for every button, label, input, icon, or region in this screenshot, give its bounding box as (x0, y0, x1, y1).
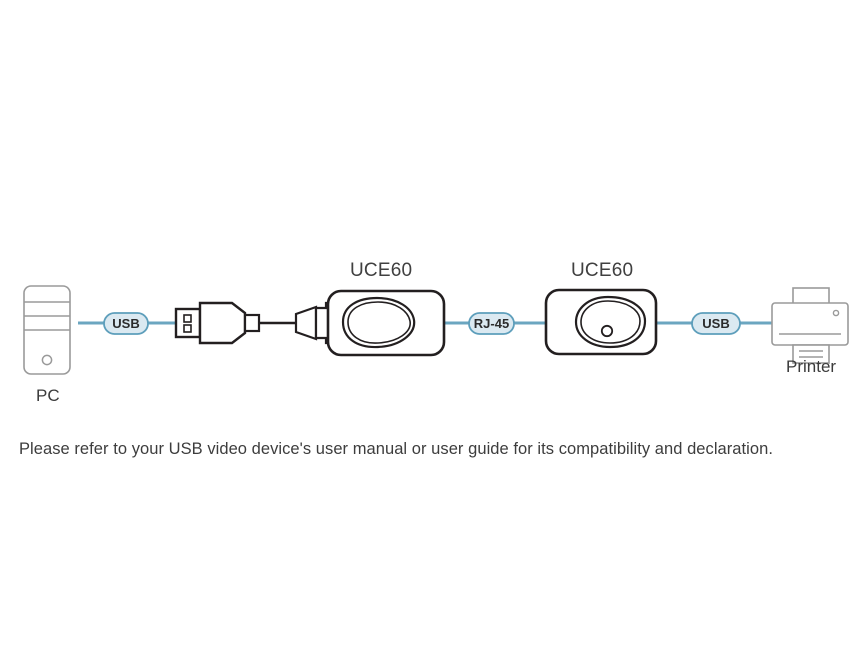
badge-rj45-text: RJ-45 (474, 316, 509, 331)
badge-usb-right-text: USB (702, 316, 729, 331)
badge-rj45: RJ-45 (468, 312, 515, 335)
device-label-pc: PC (36, 386, 60, 405)
uce60-transmitter-icon (314, 289, 446, 357)
device-label-uce60-left: UCE60 (350, 260, 413, 281)
badge-usb-right: USB (691, 312, 741, 335)
pc-tower-icon (23, 285, 71, 375)
uce60-receiver-icon (544, 288, 658, 356)
usb-cable-icon (259, 305, 318, 341)
badge-usb-left: USB (103, 312, 149, 335)
device-label-printer: Printer (786, 357, 837, 376)
diagram-caption: Please refer to your USB video device's … (19, 440, 773, 458)
printer-icon (771, 287, 849, 364)
device-label-uce60-right: UCE60 (571, 260, 634, 281)
badge-usb-left-text: USB (112, 316, 139, 331)
usb-plug-icon (174, 301, 261, 345)
